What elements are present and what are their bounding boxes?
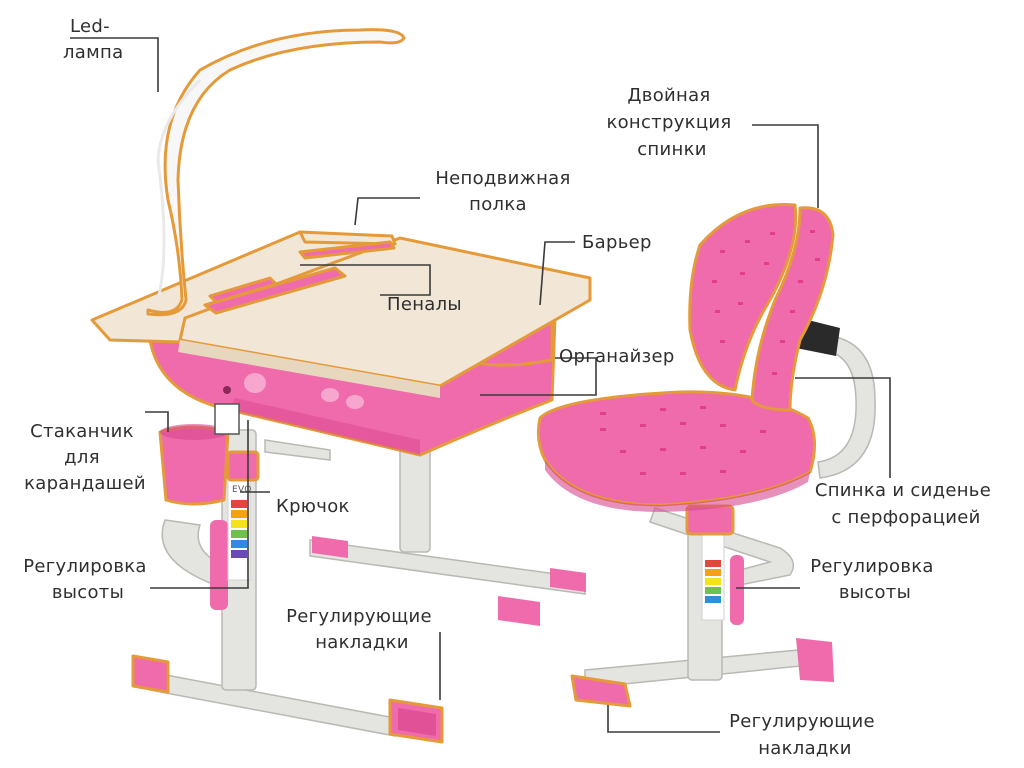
label-organizer: Органайзер: [559, 346, 675, 367]
hook: [214, 403, 260, 482]
leader-lines: [70, 37, 891, 733]
chair-back-support: [817, 334, 876, 479]
labels: Led- лампа Неподвижная полка Барьер Пена…: [23, 16, 997, 759]
chair-seat: [536, 390, 816, 512]
chair-double-back: [688, 203, 835, 412]
chair-base: [584, 504, 821, 689]
label-height-adjust-chair: Регулировка высоты: [810, 556, 940, 603]
label-led-lamp: Led- лампа: [63, 16, 123, 63]
label-adjust-pads-chair: Регулирующие накладки: [729, 711, 881, 759]
desk-scale-brand: EVO: [232, 485, 252, 495]
label-adjust-pads-desk: Регулирующие накладки: [286, 606, 438, 653]
label-hook: Крючок: [276, 496, 350, 517]
desk: EVO: [90, 28, 592, 744]
chair-adjusting-pads: [570, 638, 834, 708]
label-pencil-cases: Пеналы: [387, 294, 462, 315]
label-double-back: Двойная конструкция спинки: [606, 85, 737, 160]
label-barrier: Барьер: [582, 232, 652, 253]
label-fixed-shelf: Неподвижная полка: [435, 168, 576, 215]
led-lamp: [146, 28, 406, 317]
pencil-cases: [203, 240, 396, 315]
pencil-cup: [158, 424, 230, 506]
label-height-adjust-desk: Регулировка высоты: [23, 556, 153, 603]
chair: [536, 203, 876, 708]
label-perforated-seat: Спинка и сиденье с перфорацией: [815, 480, 997, 528]
label-pencil-cup: Стаканчик для карандашей: [24, 421, 146, 494]
desk-adjusting-pads: [131, 536, 586, 744]
fixed-shelf: [298, 230, 397, 246]
